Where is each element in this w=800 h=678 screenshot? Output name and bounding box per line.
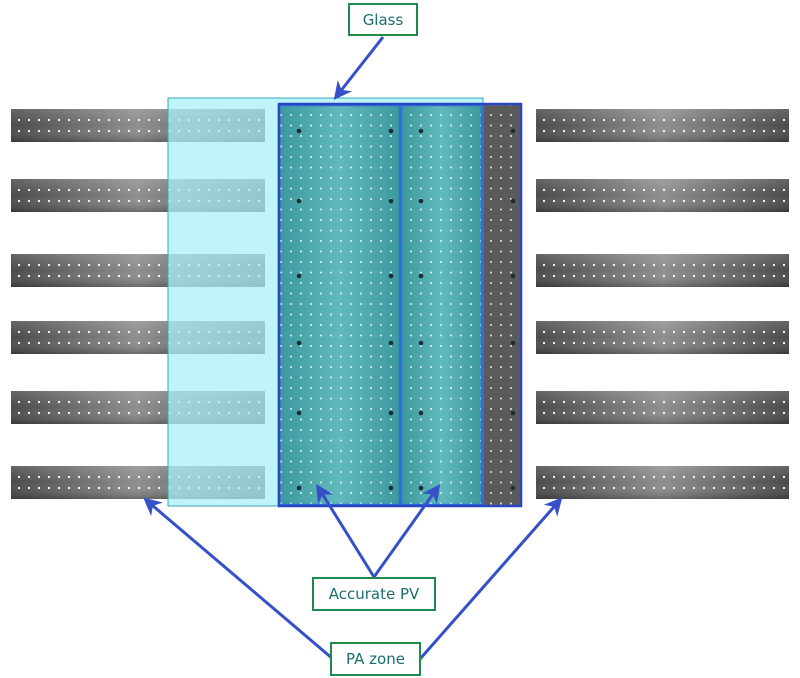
strip-right — [536, 466, 789, 499]
marker-dot-group — [296, 128, 516, 491]
marker-dot — [510, 410, 516, 416]
marker-dot — [388, 273, 394, 279]
marker-dot — [418, 273, 424, 279]
marker-dot — [510, 273, 516, 279]
marker-dot — [388, 128, 394, 134]
arrow-pa-left — [143, 497, 334, 661]
strip-right — [536, 391, 789, 424]
marker-dot — [296, 485, 302, 491]
arrow-pv-right — [372, 484, 441, 578]
arrow-pa-right — [418, 497, 563, 660]
marker-dot — [510, 198, 516, 204]
strip-right — [536, 321, 789, 354]
accurate-pv-panel-left — [277, 103, 402, 507]
marker-dot — [296, 410, 302, 416]
glass-label: Glass — [348, 3, 418, 36]
strip-group-right — [536, 109, 789, 499]
marker-dot — [388, 410, 394, 416]
accurate-pv-panel-right — [399, 103, 484, 507]
marker-dot — [418, 340, 424, 346]
marker-dot — [296, 340, 302, 346]
strip-right — [536, 179, 789, 212]
strip-right — [536, 254, 789, 287]
marker-dot — [296, 128, 302, 134]
marker-dot — [510, 128, 516, 134]
marker-dot — [418, 198, 424, 204]
rear-panel-dots — [482, 105, 520, 505]
marker-dot — [296, 273, 302, 279]
marker-dot — [510, 485, 516, 491]
arrow-pv-left — [316, 483, 376, 578]
pv-outer-frame — [277, 102, 523, 508]
marker-dot — [418, 410, 424, 416]
marker-dot — [510, 340, 516, 346]
arrow-glass — [333, 36, 385, 100]
marker-dot — [388, 340, 394, 346]
marker-dot — [418, 485, 424, 491]
marker-dot — [388, 198, 394, 204]
marker-dot — [388, 485, 394, 491]
strip-right — [536, 109, 789, 142]
marker-dot — [418, 128, 424, 134]
marker-dot — [296, 198, 302, 204]
pa-zone-label: PA zone — [330, 642, 421, 676]
accurate-pv-label: Accurate PV — [312, 577, 436, 611]
